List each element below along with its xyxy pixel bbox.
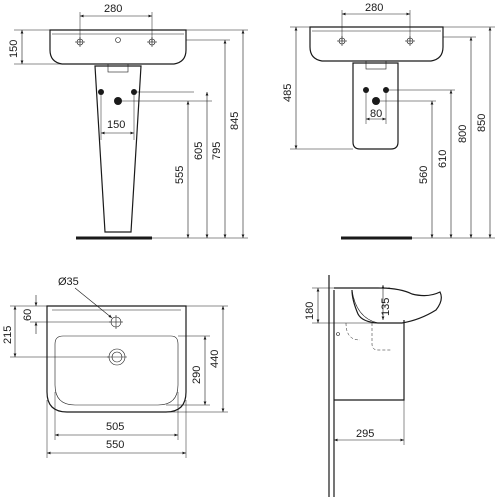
- trap-hidden-line-2: [345, 322, 361, 341]
- dim-waste-drop: 135: [380, 298, 392, 316]
- semi-pedestal-outline: [352, 62, 399, 150]
- dim-bowl-depth: 290: [191, 366, 203, 384]
- dim-waste-height: 610: [437, 150, 449, 168]
- waste-outlet: [107, 348, 127, 366]
- bowl-inner-curve: [351, 289, 379, 324]
- dim-back-to-waste: 215: [2, 326, 14, 344]
- dim-tap-spacing: 280: [104, 3, 122, 15]
- basin-section-outline: [334, 287, 442, 324]
- waste-pipe: [114, 97, 122, 105]
- dim-rim-height-high: 850: [476, 114, 488, 132]
- dim-basin-height: 150: [8, 40, 20, 58]
- trap-hidden-line: [371, 323, 392, 351]
- dim-rim-thickness: 180: [304, 302, 316, 320]
- dim-rim-height-low: 795: [211, 142, 223, 160]
- overflow-hole: [115, 37, 121, 43]
- basin-outline: [49, 29, 187, 65]
- plan-view: Ø35 60 215 290 440 505 550: [2, 276, 228, 458]
- dim-total-depth: 440: [209, 350, 221, 368]
- dim-bowl-width: 505: [106, 421, 124, 433]
- dim-tap-hole-offset: 60: [22, 309, 34, 321]
- pedestal-outline: [94, 65, 142, 233]
- dim-projection: 295: [356, 428, 374, 440]
- front-semi-pedestal-view: 280 485 80 560 610 800 850: [282, 2, 495, 240]
- dim-outlet-height: 560: [418, 166, 430, 184]
- dim-rim-height-low: 800: [457, 125, 469, 143]
- dim-outlet-spacing: 80: [370, 108, 382, 120]
- bowl-plan-outline: [54, 335, 179, 406]
- dim-tap-spacing: 280: [365, 2, 383, 14]
- basin-outline: [309, 26, 444, 62]
- semi-pedestal-section: [334, 320, 405, 401]
- dim-outlet-height: 555: [174, 166, 186, 184]
- tap-hole: [109, 315, 123, 329]
- waste-fitting: [107, 63, 129, 73]
- dim-total-width: 550: [106, 439, 124, 451]
- dim-waste-height: 605: [193, 142, 205, 160]
- dim-tap-hole-dia: Ø35: [58, 276, 79, 288]
- dim-basin-to-semi: 485: [282, 84, 294, 102]
- dim-outlet-spacing: 150: [107, 119, 125, 131]
- dim-rim-height-high: 845: [229, 112, 241, 130]
- waste-pipe: [372, 97, 380, 105]
- side-view: 180 135 295: [304, 275, 442, 497]
- waste-fitting: [365, 60, 387, 70]
- front-pedestal-view: 280 150 150 555 605 795 845: [8, 3, 248, 240]
